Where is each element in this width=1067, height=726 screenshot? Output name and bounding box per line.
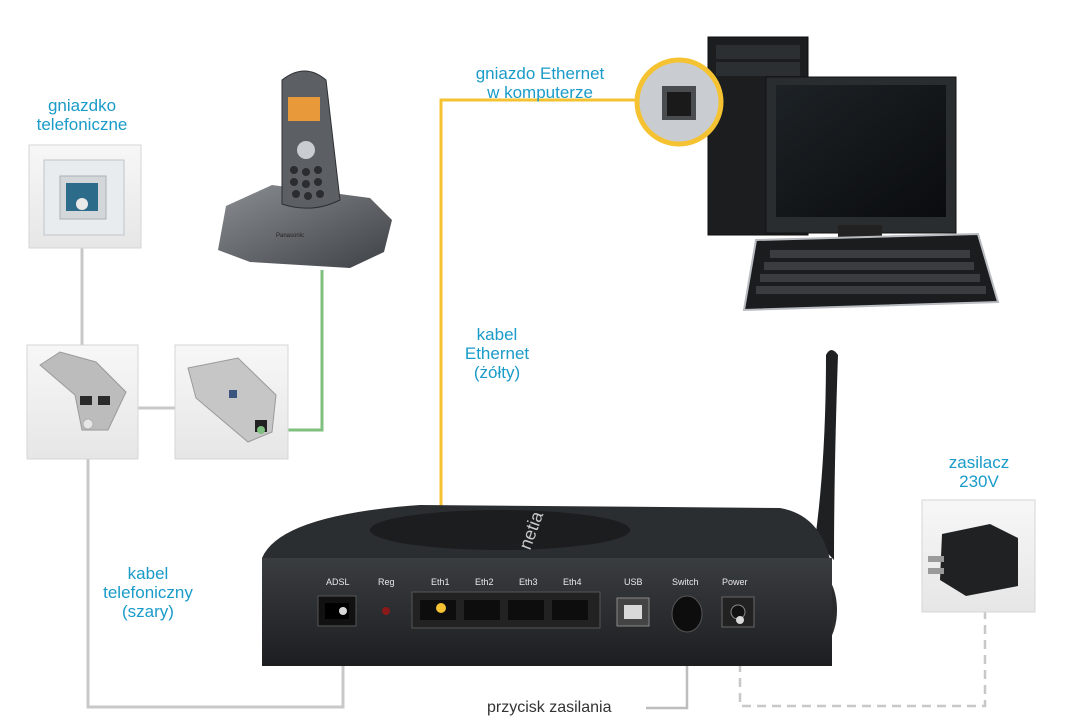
ethernet-port-label-line1: gniazdo Ethernet xyxy=(475,64,605,83)
port-label-eth1: Eth1 xyxy=(431,577,450,587)
phone-cable-label: kabel telefoniczny (szary) xyxy=(93,564,203,621)
microfilter-icon xyxy=(174,344,289,460)
port-label-eth2: Eth2 xyxy=(475,577,494,587)
port-label-usb: USB xyxy=(624,577,643,587)
wall-socket-label-line2: telefoniczne xyxy=(36,115,128,134)
ethernet-port-label: gniazdo Ethernet w komputerze xyxy=(460,64,620,102)
ethernet-cable-label-line2: Ethernet xyxy=(464,344,530,363)
port-label-switch: Switch xyxy=(672,577,699,587)
wall-socket-icon xyxy=(28,144,142,249)
ethernet-cable-label-line3: (żółty) xyxy=(473,363,521,382)
phone-cable-label-line2: telefoniczny xyxy=(103,583,193,602)
power-supply-label-line1: zasilacz xyxy=(948,453,1010,472)
power-cable xyxy=(738,612,987,708)
desktop-computer-icon xyxy=(707,36,1000,312)
router-icon xyxy=(262,350,838,666)
cordless-phone-icon xyxy=(218,70,392,268)
power-supply-label-line2: 230V xyxy=(959,472,999,491)
port-label-adsl: ADSL xyxy=(326,577,350,587)
power-adapter-icon xyxy=(921,499,1036,613)
port-label-power: Power xyxy=(722,577,748,587)
phone-cable-label-line3: (szary) xyxy=(122,602,174,621)
port-label-reg: Reg xyxy=(378,577,395,587)
power-button-label: przycisk zasilania xyxy=(487,699,612,716)
ethernet-port-zoom-icon xyxy=(634,57,724,147)
ethernet-cable xyxy=(439,98,636,608)
port-label-eth3: Eth3 xyxy=(519,577,538,587)
port-label-eth4: Eth4 xyxy=(563,577,582,587)
ethernet-cable-label: kabel Ethernet (żółty) xyxy=(447,325,547,382)
ethernet-cable-label-line1: kabel xyxy=(476,325,518,344)
wall-socket-label: gniazdko telefoniczne xyxy=(26,96,138,134)
ethernet-port-label-line2: w komputerze xyxy=(487,83,593,102)
power-supply-label: zasilacz 230V xyxy=(924,453,1034,491)
phone-cable-label-line1: kabel xyxy=(127,564,169,583)
phone-brand-label: Panasonic xyxy=(276,233,305,239)
splitter-icon xyxy=(26,344,139,460)
wall-socket-label-line1: gniazdko xyxy=(47,96,117,115)
